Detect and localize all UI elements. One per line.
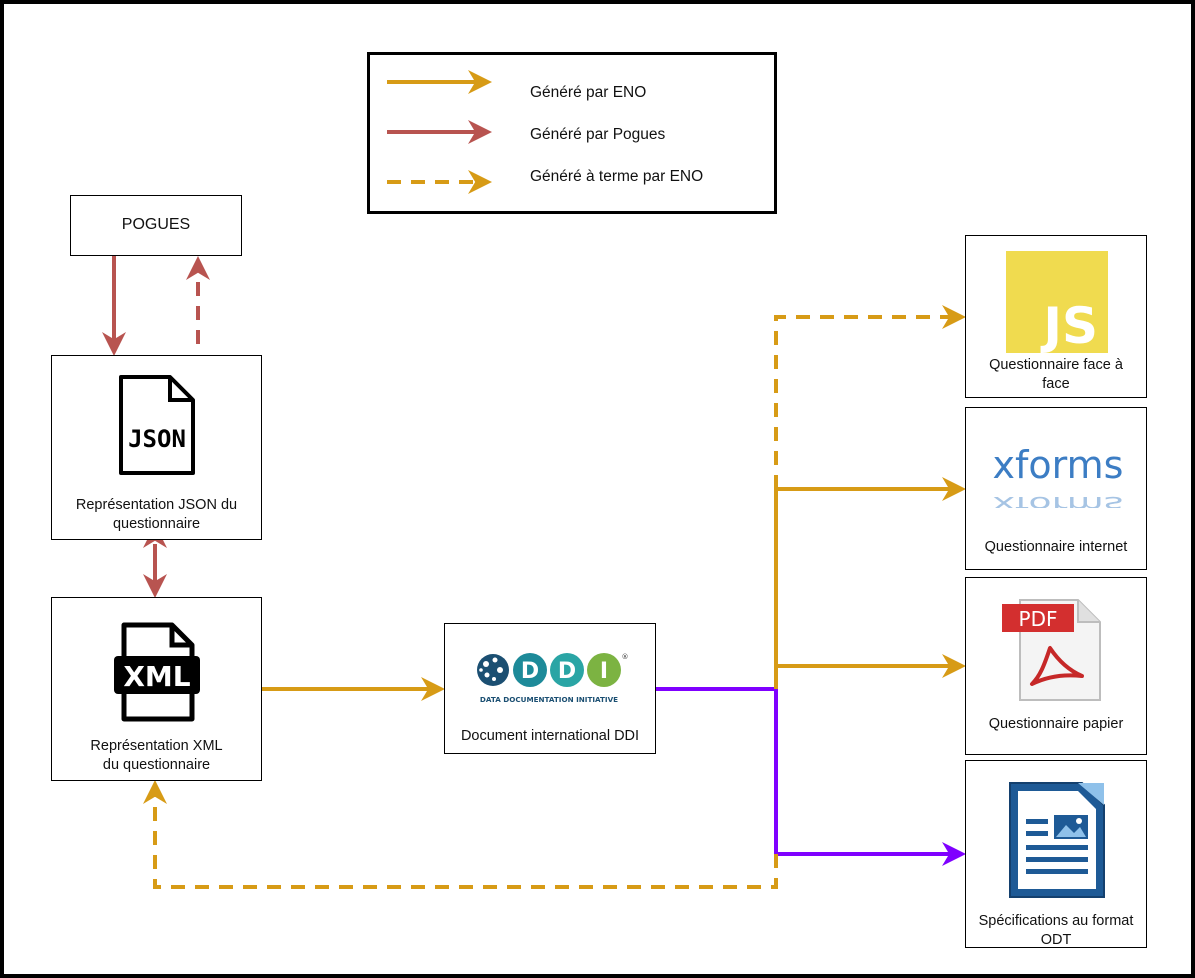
- pdf-file-icon: PDF: [1002, 599, 1101, 701]
- edge-ddi-to-face: [774, 305, 966, 489]
- node-ddi-label: Document international DDI: [460, 728, 640, 744]
- node-internet: xforms xforms Questionnaire internet: [965, 407, 1147, 570]
- node-pogues: POGUES: [70, 195, 242, 256]
- edge-ddi-to-xml-future: [143, 780, 778, 889]
- edge-ddi-to-odt: [655, 687, 966, 866]
- ddi-logo-icon: D D I ® DATA DOCUMENTATION INITIATIVE: [477, 653, 629, 704]
- node-face: JS Questionnaire face à face: [965, 235, 1147, 398]
- node-xml-label-line1: Représentation XML: [90, 738, 223, 754]
- xforms-reflection-text: xforms: [993, 491, 1124, 508]
- legend: Généré par ENO Généré par Pogues Généré …: [367, 52, 777, 214]
- legend-label-eno-future: Généré à terme par ENO: [530, 168, 704, 185]
- node-json-label-line2: questionnaire: [112, 516, 201, 532]
- node-odt: Spécifications au format ODT: [965, 760, 1147, 948]
- node-papier: PDF Questionnaire papier: [965, 577, 1147, 755]
- xforms-reflection: xforms: [993, 491, 1124, 508]
- xforms-icon-text: xforms: [993, 443, 1124, 487]
- ddi-logo-letter-i: I: [600, 659, 608, 684]
- ddi-logo-tagline: DATA DOCUMENTATION INITIATIVE: [480, 695, 618, 704]
- xml-file-icon: XML: [114, 622, 200, 722]
- js-icon-text: JS: [1040, 297, 1098, 353]
- node-face-label-line1: Questionnaire face à: [989, 357, 1123, 373]
- node-odt-label-line1: Spécifications au format: [978, 913, 1134, 929]
- node-json-label-line1: Représentation JSON du: [75, 497, 238, 513]
- ddi-logo-letter-d1: D: [521, 659, 539, 684]
- legend-label-pogues: Généré par Pogues: [530, 126, 666, 143]
- node-papier-label: Questionnaire papier: [988, 716, 1124, 732]
- odt-document-icon: [1009, 782, 1105, 898]
- node-internet-label: Questionnaire internet: [984, 539, 1128, 555]
- node-ddi: D D I ® DATA DOCUMENTATION INITIATIVE Do…: [444, 623, 656, 754]
- node-json: JSON Représentation JSON du questionnair…: [51, 355, 262, 540]
- legend-label-eno: Généré par ENO: [530, 84, 647, 101]
- node-pogues-label: POGUES: [121, 216, 191, 233]
- ddi-logo-letter-d2: D: [558, 659, 576, 684]
- ddi-logo-registered: ®: [622, 653, 629, 661]
- node-xml-label-line2: du questionnaire: [102, 757, 211, 773]
- json-file-icon: JSON: [119, 375, 195, 475]
- legend-swatches: [387, 70, 492, 194]
- json-icon-text: JSON: [128, 425, 186, 453]
- node-odt-label-line2: ODT: [1040, 932, 1072, 948]
- node-face-label-line2: face: [1042, 376, 1070, 392]
- javascript-logo-icon: JS: [1006, 251, 1108, 353]
- xml-icon-text: XML: [123, 660, 190, 693]
- xforms-logo-icon: xforms xforms: [993, 443, 1124, 508]
- pdf-icon-text: PDF: [1019, 607, 1058, 631]
- node-xml: XML Représentation XML du questionnaire: [51, 597, 262, 781]
